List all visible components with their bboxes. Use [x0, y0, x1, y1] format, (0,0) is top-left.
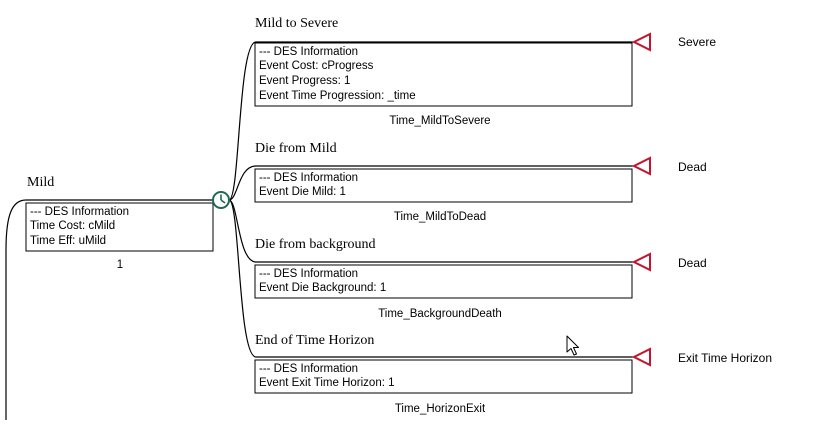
root-info-box[interactable]: [25, 202, 214, 252]
triangle-terminal-icon[interactable]: [631, 347, 651, 367]
branch-connector-2: [228, 165, 257, 201]
branch-1-title[interactable]: Mild to Severe: [255, 16, 338, 31]
branch-1-terminal-label[interactable]: Severe: [678, 35, 716, 49]
root-info-line-3: Time Eff: uMild: [30, 235, 106, 247]
branch-1-info-box[interactable]: [254, 42, 633, 107]
branch-3-info-line-1: --- DES Information: [259, 268, 358, 280]
branch-connector-3: [228, 199, 257, 263]
branch-3-title[interactable]: Die from background: [255, 237, 376, 252]
branch-4-time-label[interactable]: Time_HorizonExit: [395, 403, 486, 415]
branch-1-info-line-2: Event Cost: cProgress: [259, 60, 374, 72]
branch-2-info-line-1: --- DES Information: [259, 172, 358, 184]
branch-1-info-line-4: Event Time Progression: _time: [259, 90, 416, 102]
branch-2-info-line-2: Event Die Mild: 1: [259, 186, 346, 198]
triangle-terminal-icon[interactable]: [631, 252, 651, 272]
root-incoming-connector: [5, 199, 27, 420]
branch-4-title[interactable]: End of Time Horizon: [255, 333, 374, 348]
branch-4-info-line-1: --- DES Information: [259, 363, 358, 375]
branch-3-terminal-label[interactable]: Dead: [678, 256, 707, 270]
branch-3-time-label[interactable]: Time_BackgroundDeath: [378, 308, 502, 320]
branch-3-info-box[interactable]: [254, 264, 633, 299]
branch-4-terminal-label[interactable]: Exit Time Horizon: [678, 351, 772, 365]
branch-connector-1: [228, 41, 257, 201]
branch-4-info-line-2: Event Exit Time Horizon: 1: [259, 377, 395, 389]
root-probability[interactable]: 1: [117, 259, 123, 271]
branch-2-title[interactable]: Die from Mild: [255, 141, 337, 156]
triangle-terminal-icon[interactable]: [631, 156, 651, 176]
branch-4-info-box[interactable]: [254, 359, 633, 394]
branch-2-time-label[interactable]: Time_MildToDead: [394, 211, 486, 223]
root-info-line-2: Time Cost: cMild: [30, 220, 115, 232]
branch-1-info-line-3: Event Progress: 1: [259, 75, 350, 87]
branch-2-terminal-label[interactable]: Dead: [678, 160, 707, 174]
root-title[interactable]: Mild: [27, 175, 54, 190]
branch-3-info-line-2: Event Die Background: 1: [259, 282, 386, 294]
branch-1-time-label[interactable]: Time_MildToSevere: [389, 115, 490, 127]
branch-2-info-box[interactable]: [254, 168, 633, 203]
branch-1-info-line-1: --- DES Information: [259, 46, 358, 58]
root-info-line-1: --- DES Information: [30, 206, 129, 218]
branch-connector-4: [228, 199, 257, 358]
triangle-terminal-icon[interactable]: [631, 32, 651, 52]
mouse-pointer-icon: [566, 335, 579, 356]
clock-icon[interactable]: [212, 191, 230, 209]
